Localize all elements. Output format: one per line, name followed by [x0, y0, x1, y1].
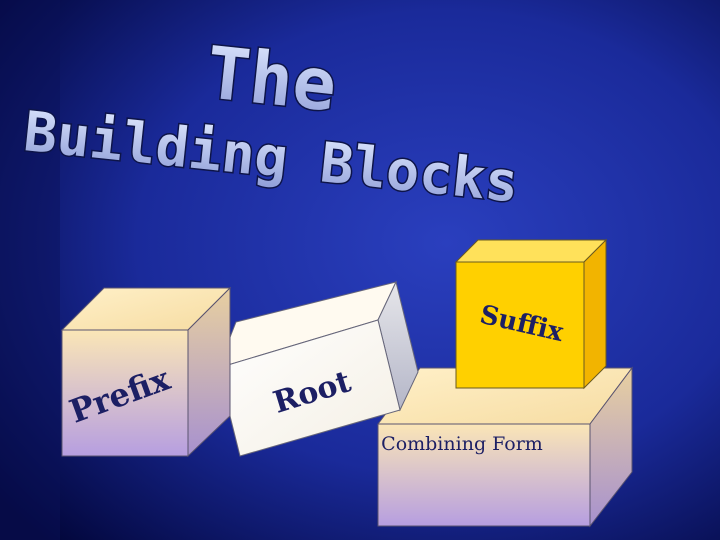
left-band: [0, 0, 60, 540]
suffix-block: Suffix: [454, 238, 608, 390]
combining-form-block: Combining Form: [377, 366, 633, 528]
root-front-face: [217, 319, 401, 457]
combining-form-front-face: [377, 423, 591, 527]
suffix-front-face: [455, 261, 585, 389]
prefix-front-face: [61, 329, 189, 457]
suffix-side-face: [583, 238, 607, 390]
title-line-1: The: [202, 30, 340, 127]
suffix-top-face: [454, 239, 608, 263]
combining-form-label: Combining Form: [381, 433, 543, 455]
root-block: Root: [217, 280, 419, 457]
prefix-block: Prefix: [60, 286, 232, 458]
